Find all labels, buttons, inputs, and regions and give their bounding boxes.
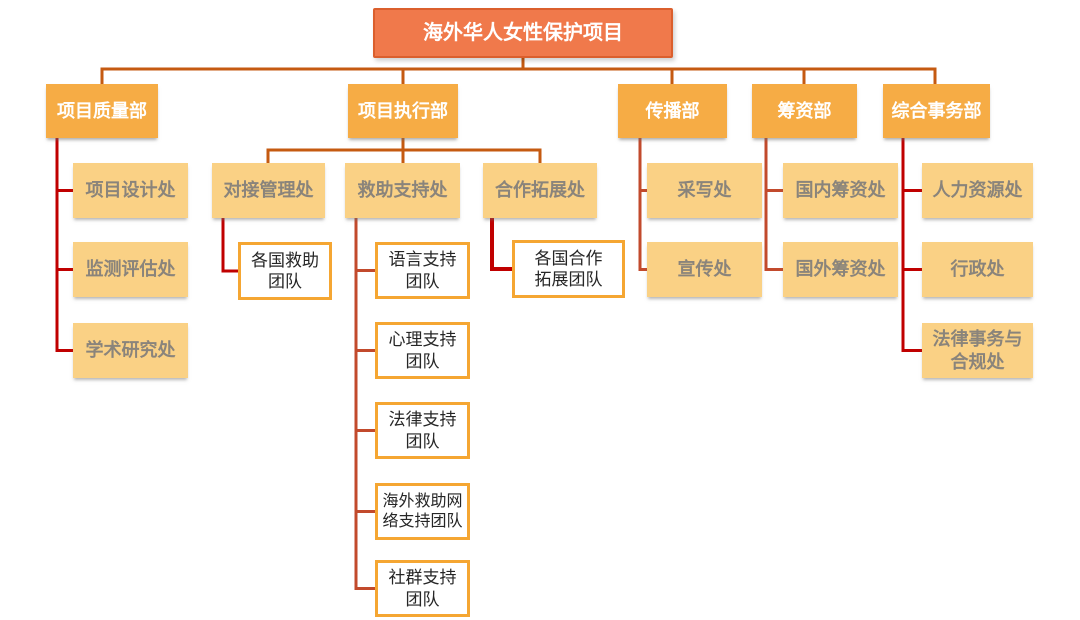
connector-fundraising-spine [764,138,783,271]
team-legal-support: 法律支持团队 [375,402,470,459]
office-administration: 行政处 [922,242,1033,297]
team-psychological-support: 心理支持团队 [375,322,470,379]
dept-general-affairs: 综合事务部 [883,84,990,138]
connector-rescue-spine [354,218,375,590]
office-legal-compliance: 法律事务与合规处 [922,323,1033,378]
office-writing: 采写处 [647,163,762,218]
office-project-design: 项目设计处 [73,163,188,218]
office-rescue-support: 救助支持处 [345,163,460,218]
office-human-resources: 人力资源处 [922,163,1033,218]
dept-project-execution: 项目执行部 [348,84,458,138]
connector-root-to-departments [100,58,937,84]
node-project-title: 海外华人女性保护项目 [373,8,673,58]
dept-project-quality: 项目质量部 [46,84,158,138]
connector-quality-spine [55,138,73,352]
team-country-rescue: 各国救助团队 [238,242,332,300]
connector-general-affairs-spine [901,138,922,352]
office-monitoring-evaluation: 监测评估处 [73,242,188,297]
dept-fundraising: 筹资部 [752,84,857,138]
team-overseas-rescue-network: 海外救助网络支持团队 [375,483,470,540]
team-language-support: 语言支持团队 [375,242,470,299]
office-publicity: 宣传处 [647,242,762,297]
office-domestic-fundraising: 国内筹资处 [783,163,898,218]
office-cooperation-expansion: 合作拓展处 [483,163,597,218]
connector-communications-spine [638,138,647,271]
office-liaison-management: 对接管理处 [212,163,325,218]
connector-liaison-to-team [221,218,238,273]
team-community-support: 社群支持团队 [375,560,470,617]
connector-execution-to-offices [266,138,542,163]
team-country-cooperation: 各国合作拓展团队 [512,240,625,298]
dept-communications: 传播部 [618,84,727,138]
connector-cooperation-to-team [490,218,512,271]
office-academic-research: 学术研究处 [73,323,188,378]
office-overseas-fundraising: 国外筹资处 [783,242,898,297]
